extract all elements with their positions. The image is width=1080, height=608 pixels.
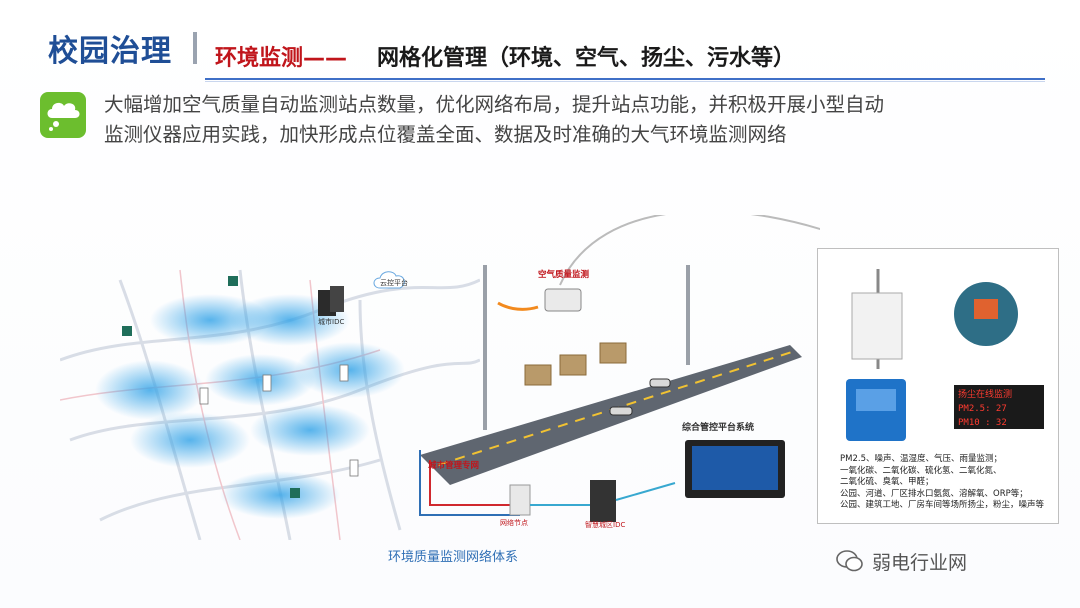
svg-text:PM10 : 32: PM10 : 32 — [958, 418, 1007, 428]
network-node-label: 网络节点 — [500, 518, 528, 527]
smart-idc-label: 智慧城区IDC — [585, 520, 625, 529]
monitoring-station-icon — [851, 269, 903, 369]
note-line: 公园、建筑工地、厂房车间等场所扬尘，粉尘，噪声等 — [840, 500, 1045, 510]
air-monitor-device-icon — [544, 288, 582, 312]
dust-monitor-icon — [524, 342, 627, 386]
panel-notes: PM2.5、噪声、温湿度、气压、雨量监测； 一氧化碳、二氧化碳、硫化氢、二氧化氮… — [840, 454, 1055, 512]
car-icon — [609, 378, 671, 416]
led-board-icon: 扬尘在线监测 PM2.5: 27 PM10 : 32 — [954, 385, 1044, 429]
note-line: 二氧化硫、臭氧、甲醛； — [840, 477, 934, 487]
coverage-zone — [250, 404, 370, 456]
cloud-platform-icon: 云控平台 — [373, 271, 408, 289]
sensor-box-icon — [339, 364, 349, 382]
device-panel: 扬尘在线监测 PM2.5: 27 PM10 : 32 — [817, 248, 1059, 524]
coverage-zone — [295, 342, 405, 398]
svg-text:扬尘在线监测: 扬尘在线监测 — [958, 388, 1012, 400]
arrow-icon — [497, 301, 539, 311]
sensor-box-icon — [262, 374, 272, 392]
title-red-part: 环境监测—— — [215, 46, 348, 71]
note-line: 公园、河道、厂区排水口氨氮、溶解氧、ORP等； — [840, 488, 1028, 499]
intro-line-1: 大幅增加空气质量自动监测站点数量，优化网络布局，提升站点功能，并积极开展小型自动 — [104, 93, 885, 116]
map-caption: 环境质量监测网络体系 — [388, 550, 519, 565]
note-line: 一氧化碳、二氧化碳、硫化氢、二氧化氮、 — [840, 465, 1002, 476]
note-line: PM2.5、噪声、温湿度、气压、雨量监测； — [840, 454, 1002, 464]
brand-title: 校园治理 — [48, 34, 172, 69]
coverage-zone — [220, 471, 340, 519]
svg-text:云控平台: 云控平台 — [380, 278, 408, 287]
station-icon — [290, 488, 300, 498]
street-pole-icon — [483, 265, 690, 430]
dust-display-device-icon — [846, 379, 906, 441]
header-rule — [205, 78, 1045, 80]
coverage-zone — [95, 360, 205, 420]
idc-label: 城市IDC — [318, 317, 344, 326]
coverage-zone — [205, 354, 315, 406]
svg-text:PM2.5: 27: PM2.5: 27 — [958, 404, 1007, 414]
sensor-box-icon — [349, 459, 359, 477]
intro-line-2: 监测仪器应用实践，加快形成点位覆盖全面、数据及时准确的大气环境监测网络 — [104, 123, 787, 146]
title-divider — [193, 32, 197, 64]
smart-idc-icon — [590, 480, 616, 522]
header-rule-thin — [205, 81, 1045, 82]
title-black-part: 网格化管理（环境、空气、扬尘、污水等） — [377, 46, 796, 71]
idc-server-icon — [318, 286, 344, 316]
road-monitoring-diagram: 空气质量监测 城市管理专网 综合管控平台系统 网络节点 智慧城区IDC — [419, 215, 820, 529]
station-icon — [228, 276, 238, 286]
network-node-icon — [509, 484, 531, 516]
platform-label: 综合管控平台系统 — [682, 421, 754, 433]
wechat-icon — [836, 549, 864, 573]
city-net-label: 城市管理专网 — [428, 460, 479, 471]
sensor-box-icon — [199, 387, 209, 405]
arrow-icon — [559, 215, 820, 286]
station-icon — [122, 326, 132, 336]
air-monitor-label: 空气质量监测 — [538, 269, 590, 280]
water-buoy-icon — [954, 282, 1018, 346]
watermark-text: 弱电行业网 — [872, 552, 968, 574]
intro-text: 大幅增加空气质量自动监测站点数量，优化网络布局，提升站点功能，并积极开展小型自动… — [104, 90, 1034, 150]
city-network-map: 城市IDC 云控平台 — [60, 269, 480, 540]
speech-cloud-icon — [40, 92, 86, 138]
coverage-zone — [130, 412, 250, 468]
